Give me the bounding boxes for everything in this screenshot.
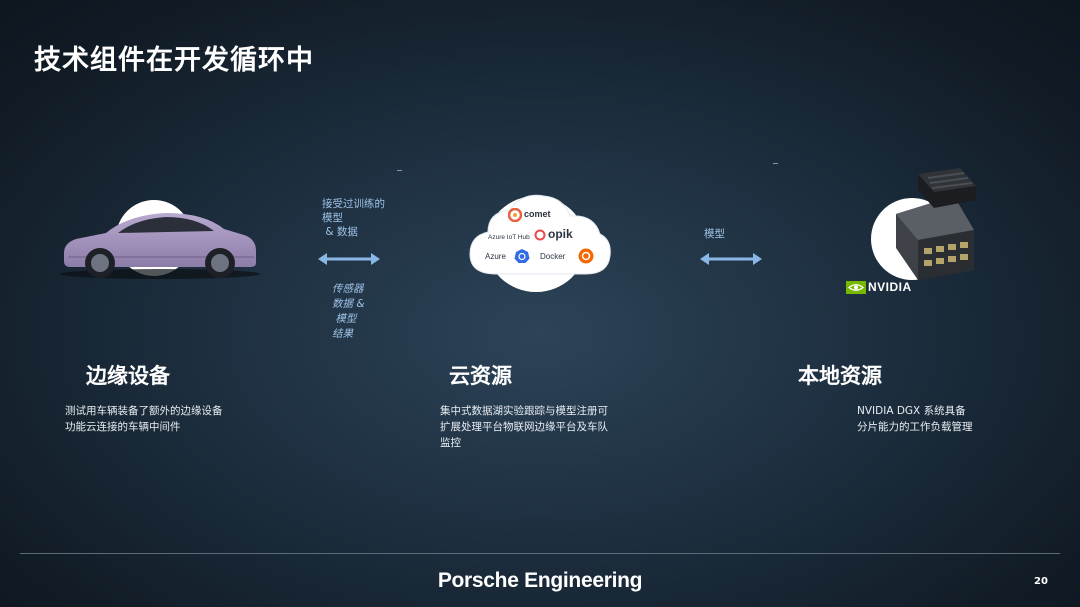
arrow-label-top: 接受过训练的 模型 & 数据 — [322, 198, 385, 238]
opik-logo-icon — [534, 229, 546, 241]
page-number: 20 — [1034, 576, 1048, 587]
bidirectional-arrow-icon — [700, 253, 762, 265]
divider-mark — [773, 163, 778, 164]
cloud-description: 集中式数据湖实验跟踪与模型注册可 扩展处理平台物联网边缘平台及车队 监控 — [440, 405, 608, 449]
nvidia-label: NVIDIA — [868, 280, 912, 294]
nvidia-eye-logo-icon — [846, 281, 866, 294]
cloud-icon — [469, 194, 611, 275]
arrow-label-right: 模型 — [704, 228, 725, 240]
edge-description: 测试用车辆装备了额外的边缘设备 功能云连接的车辆中间件 — [65, 405, 223, 433]
onprem-description: NVIDIA DGX 系统具备 分片能力的工作负载管理 — [857, 405, 973, 433]
grafana-logo-icon — [578, 248, 594, 264]
brand-logo: Porsche Engineering — [437, 569, 643, 592]
comet-label: comet — [524, 209, 551, 219]
bidirectional-arrow-icon — [318, 253, 380, 265]
cloud-heading: 云资源 — [449, 364, 512, 388]
kubernetes-logo-icon — [514, 249, 530, 263]
slide-title: 技术组件在开发循环中 — [34, 45, 314, 76]
docker-label: Docker — [540, 252, 566, 261]
gpu-hardware-icon — [896, 168, 976, 280]
divider-mark — [397, 170, 402, 171]
footer-divider — [20, 553, 1060, 554]
comet-logo-icon — [508, 208, 522, 222]
azure-label: Azure — [485, 252, 506, 261]
onprem-heading: 本地资源 — [798, 364, 882, 388]
azure-iot-hub-label: Azure IoT Hub — [488, 234, 530, 241]
car-icon — [60, 213, 260, 279]
edge-heading: 边缘设备 — [86, 364, 170, 388]
arrow-label-bottom: 传感器 数据 & 模型 结果 — [332, 283, 365, 340]
opik-label: opik — [548, 227, 573, 241]
